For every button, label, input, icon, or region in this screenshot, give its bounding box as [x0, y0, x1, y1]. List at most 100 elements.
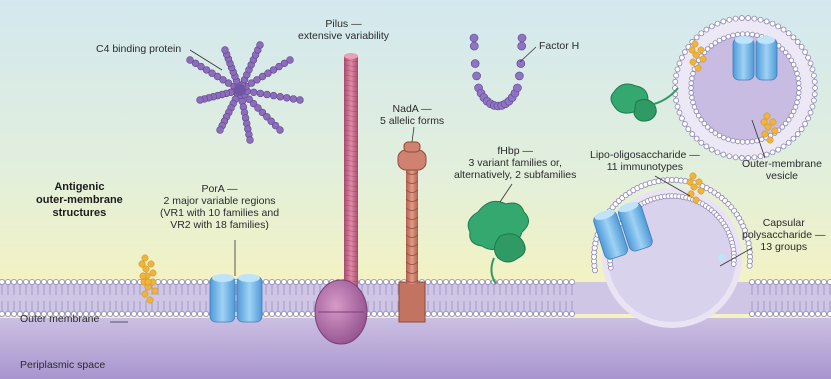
title-line2: outer-membrane	[36, 194, 123, 207]
pora-line1: PorA —	[160, 183, 279, 195]
los-sugar	[698, 47, 704, 53]
lipid-head	[731, 262, 736, 267]
nada-label: NadA — 5 allelic forms	[380, 103, 444, 127]
lipid-head	[503, 279, 508, 284]
los-sugar	[764, 113, 770, 119]
lipid-head	[745, 140, 750, 145]
lipid-head	[431, 279, 436, 284]
lipid-head	[689, 91, 694, 96]
lipid-head	[727, 17, 732, 22]
lipid-head	[677, 61, 682, 66]
lipid-head	[449, 311, 454, 316]
los-sugar	[150, 270, 156, 276]
lipid-head	[776, 24, 781, 29]
c4bp-bead	[197, 97, 204, 104]
lipid-head	[677, 110, 682, 115]
factor-h-bead	[518, 42, 526, 50]
los-sugar	[761, 119, 767, 125]
c4-binding-protein-label: C4 binding protein	[96, 43, 181, 55]
lipid-head	[690, 95, 695, 100]
lipid-head	[203, 279, 208, 284]
lipid-head	[197, 279, 202, 284]
lipid-head	[521, 311, 526, 316]
lipid-head	[731, 138, 736, 143]
los-sugar	[148, 261, 154, 267]
lipid-head	[167, 279, 172, 284]
lipid-head	[733, 16, 738, 21]
lipid-head	[821, 311, 826, 316]
lipid-head	[305, 279, 310, 284]
title-line3: structures	[36, 207, 123, 220]
lipid-head	[749, 279, 754, 284]
lipid-head	[689, 81, 694, 86]
lipid-head	[437, 279, 442, 284]
lipid-head	[167, 311, 172, 316]
los-sugar	[142, 255, 148, 261]
lipid-head	[740, 140, 745, 145]
lipid-head	[281, 311, 286, 316]
factor-h-bead	[513, 84, 521, 92]
periplasmic-space-label: Periplasmic space	[20, 359, 105, 371]
c4bp-bead	[277, 93, 284, 100]
lipid-head	[155, 311, 160, 316]
lipid-head	[721, 36, 726, 41]
outer-membrane-label: Outer membrane	[20, 313, 99, 325]
lipid-head	[791, 35, 796, 40]
lipid-head	[761, 279, 766, 284]
lipid-head	[699, 31, 704, 36]
lipid-head	[383, 311, 388, 316]
lipid-head	[747, 263, 752, 268]
lipid-head	[53, 279, 58, 284]
lipid-head	[461, 311, 466, 316]
outer-membrane-vesicle-label: Outer-membrane vesicle	[742, 158, 822, 182]
lipid-head	[569, 279, 574, 284]
los-sugar	[152, 288, 158, 294]
lipid-head	[557, 311, 562, 316]
c4bp-bead	[222, 47, 229, 54]
los-sugar	[689, 47, 695, 53]
lipid-head	[679, 116, 684, 121]
lipid-head	[563, 311, 568, 316]
lipid-head	[371, 279, 376, 284]
lipid-head	[791, 311, 796, 316]
lipid-head	[539, 279, 544, 284]
lipid-head	[191, 279, 196, 284]
lipid-head	[715, 21, 720, 26]
lipid-head	[359, 279, 364, 284]
lipid-head	[781, 144, 786, 149]
c4bp-bead	[283, 94, 290, 101]
lipid-head	[755, 279, 760, 284]
omv-line2: vesicle	[742, 170, 822, 182]
lipid-head	[371, 311, 376, 316]
factor-h-label: Factor H	[539, 40, 579, 52]
lipid-head	[5, 279, 10, 284]
lipid-head	[773, 279, 778, 284]
fhbp-line2: 3 variant families or,	[454, 157, 576, 169]
lipid-head	[101, 311, 106, 316]
pora-line4: VR2 with 18 families)	[160, 219, 279, 231]
lipid-head	[173, 311, 178, 316]
lipid-head	[740, 32, 745, 37]
lipid-head	[191, 311, 196, 316]
hidden-porin-spacer	[718, 254, 726, 262]
los-sugar	[692, 41, 698, 47]
lipid-head	[806, 55, 811, 60]
nada-line2: 5 allelic forms	[380, 115, 444, 127]
lipid-head	[569, 311, 574, 316]
lipid-head	[691, 71, 696, 76]
lipid-head	[269, 311, 274, 316]
lipid-head	[515, 311, 520, 316]
lipid-head	[65, 279, 70, 284]
lipid-head	[686, 127, 691, 132]
lipid-head	[23, 279, 28, 284]
lipid-head	[119, 311, 124, 316]
lipid-head	[810, 104, 815, 109]
los-sugar	[140, 273, 146, 279]
lipid-head	[455, 311, 460, 316]
lipid-head	[11, 311, 16, 316]
lipid-head	[721, 135, 726, 140]
lipid-head	[770, 150, 775, 155]
lipid-head	[791, 109, 796, 114]
lipid-head	[776, 147, 781, 152]
lipid-head	[41, 279, 46, 284]
